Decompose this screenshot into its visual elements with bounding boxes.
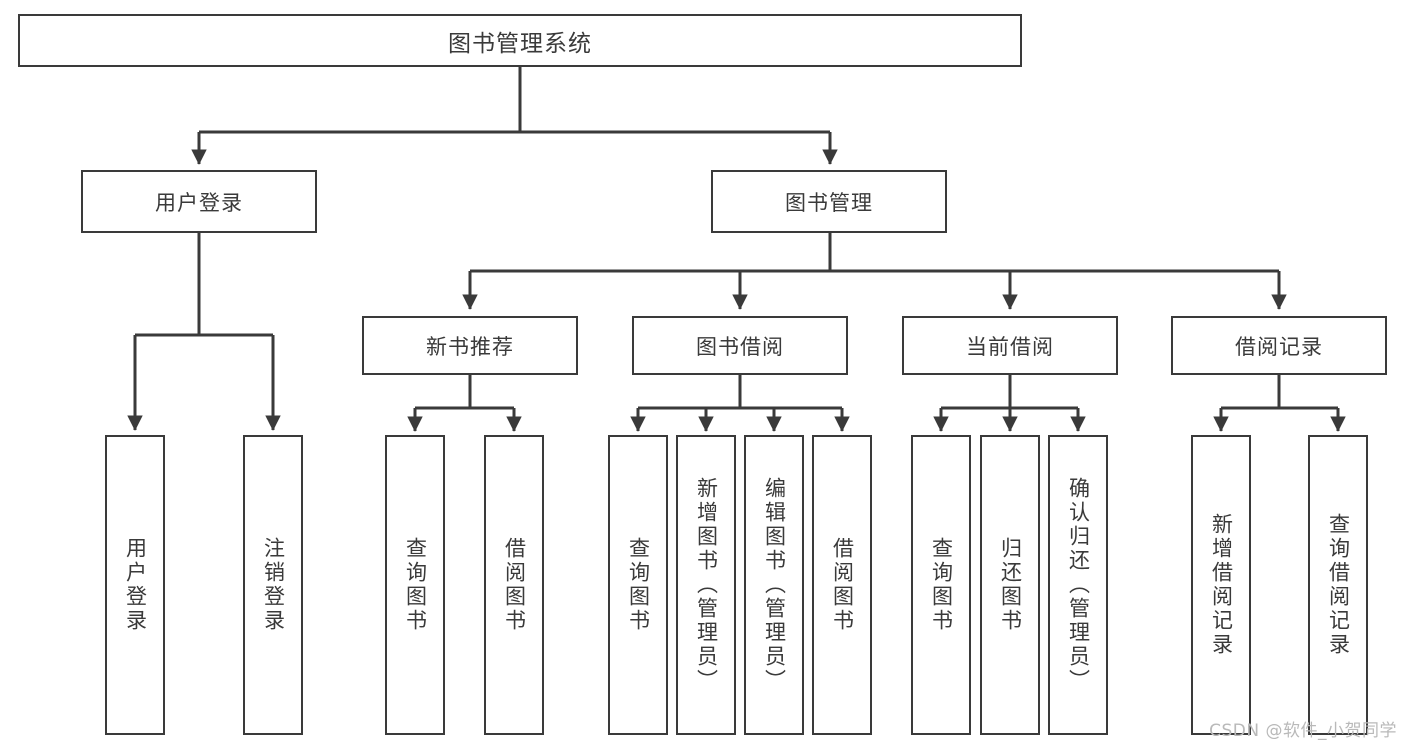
node-label: 归还图书 [998,537,1023,633]
node-label: 图书管理系统 [448,30,592,57]
node-label: 编辑图书（管理员） [762,477,787,693]
node-new-book-recommend[interactable]: 新书推荐 [362,316,578,375]
leaf-current-return-book[interactable]: 归还图书 [980,435,1040,735]
leaf-borrow-query-book[interactable]: 查询图书 [608,435,668,735]
node-label: 查询图书 [403,537,428,633]
node-label: 查询图书 [929,537,954,633]
leaf-user-login-login[interactable]: 用户登录 [105,435,165,735]
node-label: 确认归还（管理员） [1066,477,1091,693]
leaf-borrow-borrow-book[interactable]: 借阅图书 [812,435,872,735]
node-label: 图书管理 [785,190,873,215]
node-borrow-records[interactable]: 借阅记录 [1171,316,1387,375]
node-label: 借阅记录 [1235,334,1323,359]
node-book-management[interactable]: 图书管理 [711,170,947,233]
node-current-borrow[interactable]: 当前借阅 [902,316,1118,375]
leaf-borrow-edit-book-admin[interactable]: 编辑图书（管理员） [744,435,804,735]
node-label: 用户登录 [123,537,148,633]
node-user-login[interactable]: 用户登录 [81,170,317,233]
node-label: 借阅图书 [502,537,527,633]
node-label: 查询借阅记录 [1326,513,1351,657]
leaf-records-add-record[interactable]: 新增借阅记录 [1191,435,1251,735]
node-book-borrow[interactable]: 图书借阅 [632,316,848,375]
node-label: 查询图书 [626,537,651,633]
node-label: 注销登录 [261,537,286,633]
node-label: 当前借阅 [966,334,1054,359]
csdn-watermark: CSDN @软件_小贺同学 [1209,721,1397,741]
node-root-system[interactable]: 图书管理系统 [18,14,1022,67]
node-label: 新书推荐 [426,334,514,359]
leaf-new-book-query[interactable]: 查询图书 [385,435,445,735]
leaf-borrow-add-book-admin[interactable]: 新增图书（管理员） [676,435,736,735]
node-label: 用户登录 [155,190,243,215]
leaf-user-login-logout[interactable]: 注销登录 [243,435,303,735]
node-label: 新增图书（管理员） [694,477,719,693]
leaf-new-book-borrow[interactable]: 借阅图书 [484,435,544,735]
leaf-records-query-record[interactable]: 查询借阅记录 [1308,435,1368,735]
node-label: 借阅图书 [830,537,855,633]
leaf-current-query-book[interactable]: 查询图书 [911,435,971,735]
node-label: 图书借阅 [696,334,784,359]
leaf-current-confirm-return-admin[interactable]: 确认归还（管理员） [1048,435,1108,735]
node-label: 新增借阅记录 [1209,513,1234,657]
